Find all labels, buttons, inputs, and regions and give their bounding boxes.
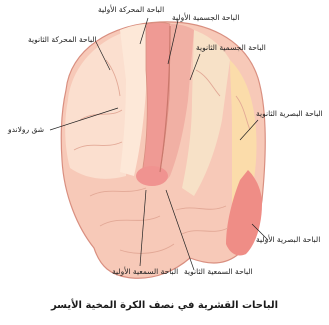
label-primary-motor: الباحة المحركة الأولية [98, 6, 164, 14]
label-primary-somatosensory: الباحة الجسمية الأولية [172, 14, 239, 22]
label-secondary-somatosensory-top: الباحة الجسمية الثانوية [196, 44, 266, 52]
label-primary-visual: الباحة البصرية الأولية [256, 236, 320, 244]
figure-caption: الباحات القشرية في نصف الكرة المخية الأي… [0, 300, 329, 311]
primary-auditory-area [136, 166, 168, 186]
label-secondary-motor: الباحة المحركة الثانوية [28, 36, 97, 44]
label-secondary-visual: الباحة البصرية الثانوية [256, 110, 323, 118]
label-rolando-fissure: شق رولاندو [8, 126, 44, 134]
label-secondary-auditory: الباحة السمعية الثانوية [184, 268, 253, 276]
label-primary-auditory: الباحة السمعية الأولية [112, 268, 178, 276]
